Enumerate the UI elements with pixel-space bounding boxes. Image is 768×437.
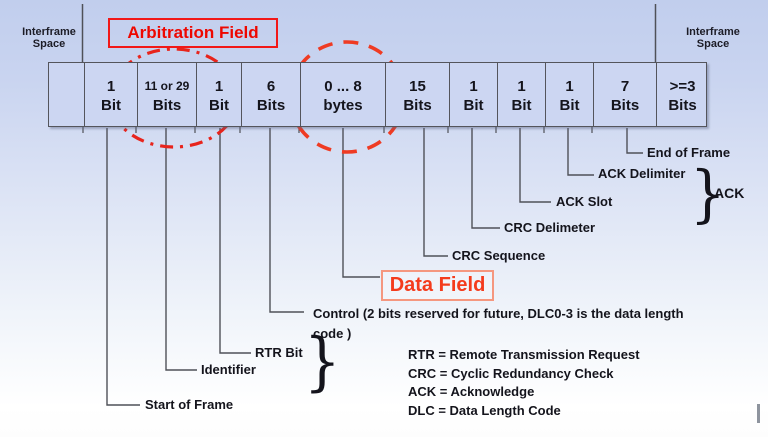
control-label-line2: code ) xyxy=(313,326,352,341)
cell-unit: Bit xyxy=(463,96,484,114)
cell-end-of-frame: 7 Bits xyxy=(593,63,656,126)
ack-group-label: ACK xyxy=(714,185,745,201)
legend-item-dlc: DLC = Data Length Code xyxy=(408,402,561,418)
data-field-label: Data Field xyxy=(389,274,486,296)
cell-interframe-left xyxy=(49,63,84,126)
cell-unit: Bits xyxy=(610,96,640,114)
cell-amount: 7 xyxy=(620,77,630,95)
cell-interframe-right: >=3 Bits xyxy=(656,63,708,126)
start-of-frame-label: Start of Frame xyxy=(145,397,234,412)
cell-amount: 11 or 29 xyxy=(144,78,190,93)
abbreviation-legend: RTR = Remote Transmission Request CRC = … xyxy=(408,346,640,420)
ack-delimiter-label: ACK Delimiter xyxy=(598,166,686,181)
interframe-left-line2: Space xyxy=(32,38,66,50)
connector-control xyxy=(269,128,304,313)
text-cursor-bar xyxy=(757,404,760,423)
cell-boundary-stubs xyxy=(82,127,593,133)
crc-sequence-label: CRC Sequence xyxy=(452,248,546,263)
connector-data-field xyxy=(342,128,380,278)
arbitration-field-label: Arbitration Field xyxy=(127,23,259,42)
cell-unit: Bit xyxy=(559,96,580,114)
cell-unit: Bits xyxy=(152,96,182,114)
control-label: Control (2 bits reserved for future, DLC… xyxy=(313,304,743,344)
connector-end-of-frame xyxy=(626,128,643,154)
connector-crc-delimeter xyxy=(471,128,500,229)
connector-rtr-bit xyxy=(219,128,251,354)
interframe-right-line1: Interframe xyxy=(686,26,740,38)
frame-row: 1 Bit 11 or 29 Bits 1 Bit 6 Bits 0 ... 8… xyxy=(48,62,707,127)
interframe-space-label-right: Interframe Space xyxy=(662,26,764,50)
cell-amount: 1 xyxy=(214,77,224,95)
cell-amount: 1 xyxy=(469,77,478,95)
cell-amount: 1 xyxy=(565,77,574,95)
interframe-space-label-left: Interframe Space xyxy=(12,26,86,50)
cell-unit: bytes xyxy=(323,96,363,114)
cell-ack-delimiter: 1 Bit xyxy=(545,63,593,126)
connector-crc-sequence xyxy=(423,128,448,257)
cell-amount: 15 xyxy=(409,77,426,95)
cell-identifier: 11 or 29 Bits xyxy=(137,63,196,126)
cell-amount: >=3 xyxy=(669,77,696,95)
connector-ack-slot xyxy=(519,128,551,203)
data-field-box: Data Field xyxy=(381,270,494,301)
cell-rtr-bit: 1 Bit xyxy=(196,63,241,126)
end-of-frame-label: End of Frame xyxy=(647,145,731,160)
arbitration-field-box: Arbitration Field xyxy=(108,18,278,48)
control-label-line1: Control (2 bits reserved for future, DLC… xyxy=(313,306,684,321)
crc-delimeter-label: CRC Delimeter xyxy=(504,220,596,235)
cell-unit: Bit xyxy=(511,96,532,114)
rtr-bit-label: RTR Bit xyxy=(255,345,303,360)
connector-ack-delimiter xyxy=(567,128,594,176)
cell-control: 6 Bits xyxy=(241,63,300,126)
cell-amount: 1 xyxy=(517,77,526,95)
legend-item-ack: ACK = Acknowledge xyxy=(408,384,535,399)
cell-unit: Bits xyxy=(256,96,286,114)
connector-identifier xyxy=(165,128,197,371)
cell-crc-sequence: 15 Bits xyxy=(385,63,449,126)
identifier-label: Identifier xyxy=(201,362,256,377)
connector-start-of-frame xyxy=(106,128,140,406)
cell-data-field: 0 ... 8 bytes xyxy=(300,63,385,126)
cell-unit: Bit xyxy=(209,96,229,114)
cell-ack-slot: 1 Bit xyxy=(497,63,545,126)
rtr-identifier-brace: } xyxy=(304,325,341,399)
cell-start-of-frame: 1 Bit xyxy=(84,63,137,126)
cell-amount: 1 xyxy=(106,77,116,95)
cell-amount: 0 ... 8 xyxy=(324,77,362,95)
interframe-left-line1: Interframe xyxy=(22,26,76,38)
interframe-right-line2: Space xyxy=(696,38,730,50)
cell-crc-delimeter: 1 Bit xyxy=(449,63,497,126)
ack-slot-label: ACK Slot xyxy=(556,194,613,209)
cell-unit: Bits xyxy=(403,96,432,114)
cell-unit: Bit xyxy=(101,96,121,114)
cell-amount: 6 xyxy=(266,77,276,95)
ack-group-brace: } xyxy=(689,157,726,230)
legend-item-crc: CRC = Cyclic Redundancy Check xyxy=(408,365,614,381)
cell-unit: Bits xyxy=(668,96,697,114)
legend-item-rtr: RTR = Remote Transmission Request xyxy=(408,347,640,362)
